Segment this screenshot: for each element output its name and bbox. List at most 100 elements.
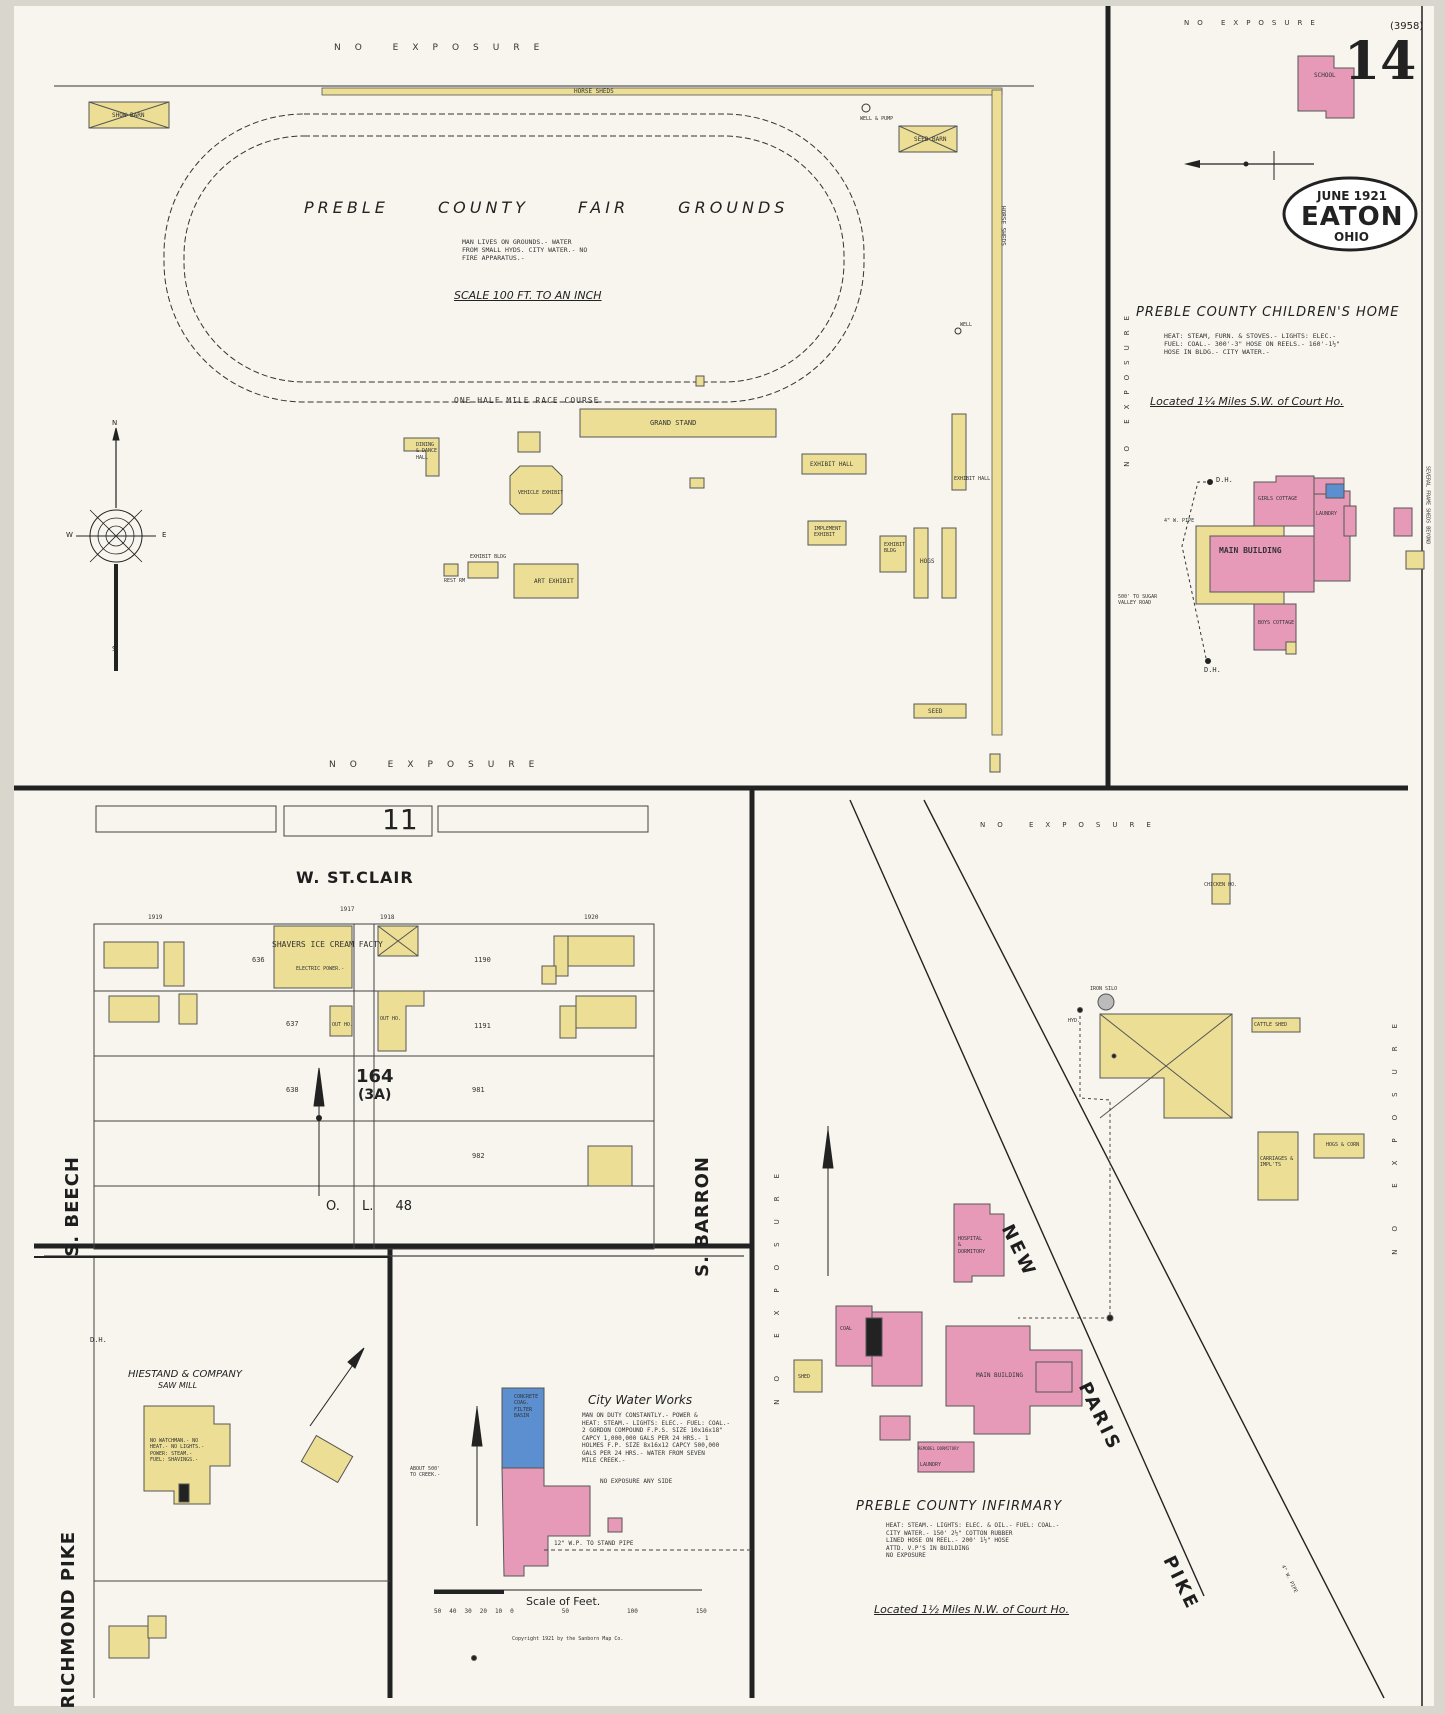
scale-tick: 0 [510,1608,514,1615]
fair-notes: MAN LIVES ON GROUNDS.- WATER FROM SMALL … [462,238,588,263]
compass-s: S [112,645,117,653]
lot-636: 636 [252,956,265,964]
lot-638: 638 [286,1086,299,1094]
address-1917: 1917 [340,906,355,913]
inf-notes: HEAT: STEAM.- LIGHTS: ELEC. & OIL.- FUEL… [886,1522,1060,1559]
fair-grounds [54,85,1034,773]
exhibit-bldg-2-label: EXHIBIT BLDG [470,554,507,560]
ww-creek-note: ABOUT 500' TO CREEK.- [410,1466,441,1479]
ch-dh-1: D.H. [1216,476,1233,484]
exhibit-hall-2-label: EXHIBIT HALL [954,476,991,482]
inf-cattle-shed-label: CATTLE SHED [1254,1022,1288,1028]
panel-dividers [14,6,1423,1706]
well-pump-label: WELL & PUMP [860,116,894,122]
ww-pipe: 12" W.P. TO STAND PIPE [554,1540,634,1547]
scale-tick: 50 [561,1608,570,1615]
sanborn-map-canvas [14,6,1425,1706]
lot-982: 982 [472,1152,485,1160]
ch-title: PREBLE COUNTY CHILDREN'S HOME [1136,305,1400,320]
outhouse-label-1: OUT HO. [332,1022,354,1028]
saw-mill [34,1256,390,1698]
inf-main-building-label: MAIN BUILDING [976,1372,1023,1379]
ch-main-building-label: MAIN BUILDING [1219,546,1282,555]
scale-tick: 10 [494,1608,503,1615]
lot-1191: 1191 [474,1022,491,1030]
fair-scale-note: SCALE 100 FT. TO AN INCH [454,289,602,302]
scale-title: Scale of Feet. [526,1595,601,1608]
inf-iron-silo-label: IRON SILO [1090,986,1118,992]
compass-n: N [112,419,118,427]
infirmary [793,799,1385,1699]
vehicle-exhibit-label: VEHICLE EXHIBIT [518,490,564,496]
exhibit-bldg-label: EXHIBIT BLDG [884,542,906,555]
map-city: EATON [1301,202,1404,232]
ww-title: City Water Works [588,1393,693,1407]
horse-sheds-label: HORSE SHEDS [574,88,614,95]
lot-981: 981 [472,1086,485,1094]
sheet-number: 14 [1344,31,1417,92]
block-sub: (3A) [358,1087,392,1103]
inf-exposure-top: NO EXPOSURE [980,821,1163,829]
inf-hyd-label: HYD. [1068,1018,1081,1024]
ww-filter: CONCRETE COAG. FILTER BASIN [514,1394,539,1419]
lot-637: 637 [286,1020,299,1028]
ch-sugar-valley-label: 500' TO SUGAR VALLEY ROAD [1118,594,1158,607]
ch-notes: HEAT: STEAM, FURN. & STOVES.- LIGHTS: EL… [1164,332,1341,357]
ch-school-label: SCHOOL [1314,72,1336,79]
compass-rose [76,427,156,671]
implement-exhibit-label: IMPLEMENT EXHIBIT [814,526,842,539]
inf-coal-label: COAL [840,1326,853,1332]
ch-exposure: NO EXPOSURE [1184,19,1323,27]
sheet-extra-ref: (3958) [1390,21,1424,32]
scale-tick: 100 [627,1608,638,1615]
compass-e: E [162,531,167,539]
ch-frame-sheds-label: SEVERAL FRAME SHEDS BEYOND [1424,466,1431,545]
saw-mill-dh: D.H. [90,1336,107,1344]
outhouse-label-2: OUT HO. [380,1016,402,1022]
inf-chicken-label: CHICKEN HO. [1204,882,1238,888]
show-barn-label: SHOW BARN [112,112,145,119]
scale-tick: 30 [464,1608,472,1615]
art-exhibit-label: ART EXHIBIT [534,578,574,585]
lot-1190: 1190 [474,956,491,964]
inf-carriages-label: CARRIAGES & IMPL'TS [1260,1156,1294,1169]
fair-exposure-top: NO EXPOSURE [334,43,554,53]
ch-laundry-label: LAUNDRY [1316,511,1338,517]
ww-exposure: NO EXPOSURE ANY SIDE [600,1478,673,1485]
ch-boys-cottage-label: BOYS COTTAGE [1258,620,1295,626]
fair-exposure-bottom: NO EXPOSURE [329,760,549,770]
fair-title: PREBLE COUNTY FAIR GROUNDS [304,198,789,217]
north-arrows [309,1067,834,1526]
address-1918: 1918 [380,914,395,921]
scale-tick: 150 [695,1608,707,1615]
scale-ticks: 50 40 30 20 10 0 50 100 150 [434,1608,707,1616]
map-state: OHIO [1334,230,1369,244]
water-works [434,1387,752,1661]
address-1919: 1919 [148,914,163,921]
race-course-label: ONE HALF MILE RACE COURSE [454,396,600,405]
street-s-beech: S. BEECH [62,1156,83,1257]
ch-dh-2: D.H. [1204,666,1221,674]
saw-mill-subtitle: SAW MILL [158,1381,198,1390]
inf-title: PREBLE COUNTY INFIRMARY [856,1499,1063,1514]
horse-sheds-right-label: HORSE SHEDS [999,206,1007,246]
inf-exposure-right: NO EXPOSURE [1391,1006,1399,1255]
map-sheet: 14 (3958) JUNE 1921 EATON OHIO NO EXPOSU… [14,6,1434,1708]
saw-mill-title: HIESTAND & COMPANY [128,1369,242,1380]
inf-hogs-corn-label: HOGS & CORN [1326,1142,1360,1148]
business-label: SHAVERS ICE CREAM FACTY [272,940,383,949]
hogs-label: HOGS [920,558,935,565]
street-w-st-clair: W. ST.CLAIR [296,868,414,887]
childrens-home [1181,55,1425,664]
address-1920: 1920 [584,914,599,921]
saw-mill-notes: NO WATCHMAN.- NO HEAT.- NO LIGHTS.- POWE… [150,1438,205,1463]
rest-room-label: REST RM [444,578,466,584]
exhibit-hall-label: EXHIBIT HALL [810,461,854,468]
street-s-barron: S. BARRON [692,1156,713,1277]
copyright: Copyright 1921 by the Sanborn Map Co. [512,1636,624,1642]
dining-hall-label: DINING & DANCE HALL [416,442,438,461]
ch-exposure-side: NO EXPOSURE [1123,306,1131,467]
ch-location: Located 1¼ Miles S.W. of Court Ho. [1150,395,1344,408]
inf-laundry-label: LAUNDRY [920,1462,942,1468]
compass-w: W [66,531,73,539]
